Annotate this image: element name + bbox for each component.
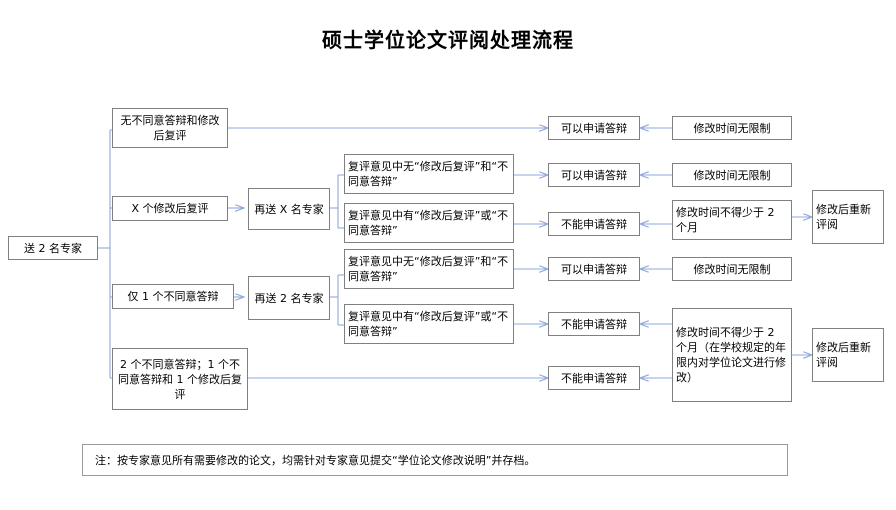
node-result-5[interactable]: 不能申请答辩 xyxy=(548,312,640,336)
node-time-limit-2[interactable]: 修改时间无限制 xyxy=(672,163,792,187)
node-result-6[interactable]: 不能申请答辩 xyxy=(548,366,640,390)
node-re-review-1[interactable]: 修改后重新评阅 xyxy=(812,190,884,244)
node-time-limit-4[interactable]: 修改时间无限制 xyxy=(672,257,792,281)
node-result-4[interactable]: 可以申请答辩 xyxy=(548,257,640,281)
node-resend-x-experts[interactable]: 再送 X 名专家 xyxy=(248,188,330,230)
node-result-3[interactable]: 不能申请答辩 xyxy=(548,212,640,236)
node-result-2[interactable]: 可以申请答辩 xyxy=(548,163,640,187)
node-time-limit-3[interactable]: 修改时间不得少于 2 个月 xyxy=(672,200,792,240)
node-time-limit-5[interactable]: 修改时间不得少于 2 个月（在学校规定的年限内对学位论文进行修改） xyxy=(672,308,792,402)
node-branch-one-objection[interactable]: 仅 1 个不同意答辩 xyxy=(112,284,234,309)
node-resend-2-experts[interactable]: 再送 2 名专家 xyxy=(248,276,330,320)
node-branch-x-revise[interactable]: X 个修改后复评 xyxy=(112,196,228,221)
node-time-limit-1[interactable]: 修改时间无限制 xyxy=(672,116,792,140)
footnote: 注：按专家意见所有需要修改的论文，均需针对专家意见提交“学位论文修改说明”并存档… xyxy=(82,444,788,476)
node-condition-a[interactable]: 复评意见中无“修改后复评”和“不同意答辩” xyxy=(344,154,514,194)
node-condition-c[interactable]: 复评意见中无“修改后复评”和“不同意答辩” xyxy=(344,249,514,289)
node-re-review-2[interactable]: 修改后重新评阅 xyxy=(812,328,884,382)
page-title: 硕士学位论文评阅处理流程 xyxy=(322,28,574,52)
node-result-1[interactable]: 可以申请答辩 xyxy=(548,116,640,140)
node-condition-b[interactable]: 复评意见中有“修改后复评”或“不同意答辩” xyxy=(344,203,514,243)
node-condition-d[interactable]: 复评意见中有“修改后复评”或“不同意答辩” xyxy=(344,304,514,344)
node-start[interactable]: 送 2 名专家 xyxy=(8,236,98,260)
node-branch-two-objection[interactable]: 2 个不同意答辩；1 个不同意答辩和 1 个修改后复评 xyxy=(112,348,248,410)
node-branch-no-objection[interactable]: 无不同意答辩和修改后复评 xyxy=(112,108,228,148)
